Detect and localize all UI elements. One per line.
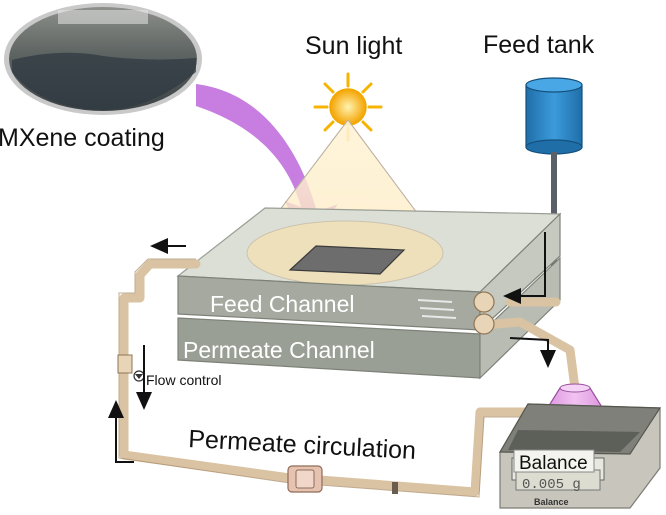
feed-tank-label: Feed tank [483,31,595,59]
flow-direction-arrows [108,232,556,463]
permeate-channel-label: Permeate Channel [183,337,375,363]
balance-device [498,403,662,509]
balance-display-reading: 0.005 g [522,477,581,493]
inline-valve [287,465,323,493]
membrane-module [176,207,562,380]
balance-label: Balance [519,453,588,474]
sun-light-label: Sun light [305,32,402,60]
flow-control-label: Flow control [146,372,221,388]
mxene-coating-label: MXene coating [0,124,165,152]
mxene-membrane [288,245,406,275]
mxene-coating-photo [4,3,202,115]
feed-pump [473,291,495,335]
flow-control-valve [117,354,145,382]
pipe-joint [392,482,398,494]
feed-channel-label: Feed Channel [210,291,355,317]
balance-brand-label: Balance [534,497,569,507]
permeate-circulation-label: Permeate circulation [188,425,417,465]
piping-outline [118,258,550,498]
